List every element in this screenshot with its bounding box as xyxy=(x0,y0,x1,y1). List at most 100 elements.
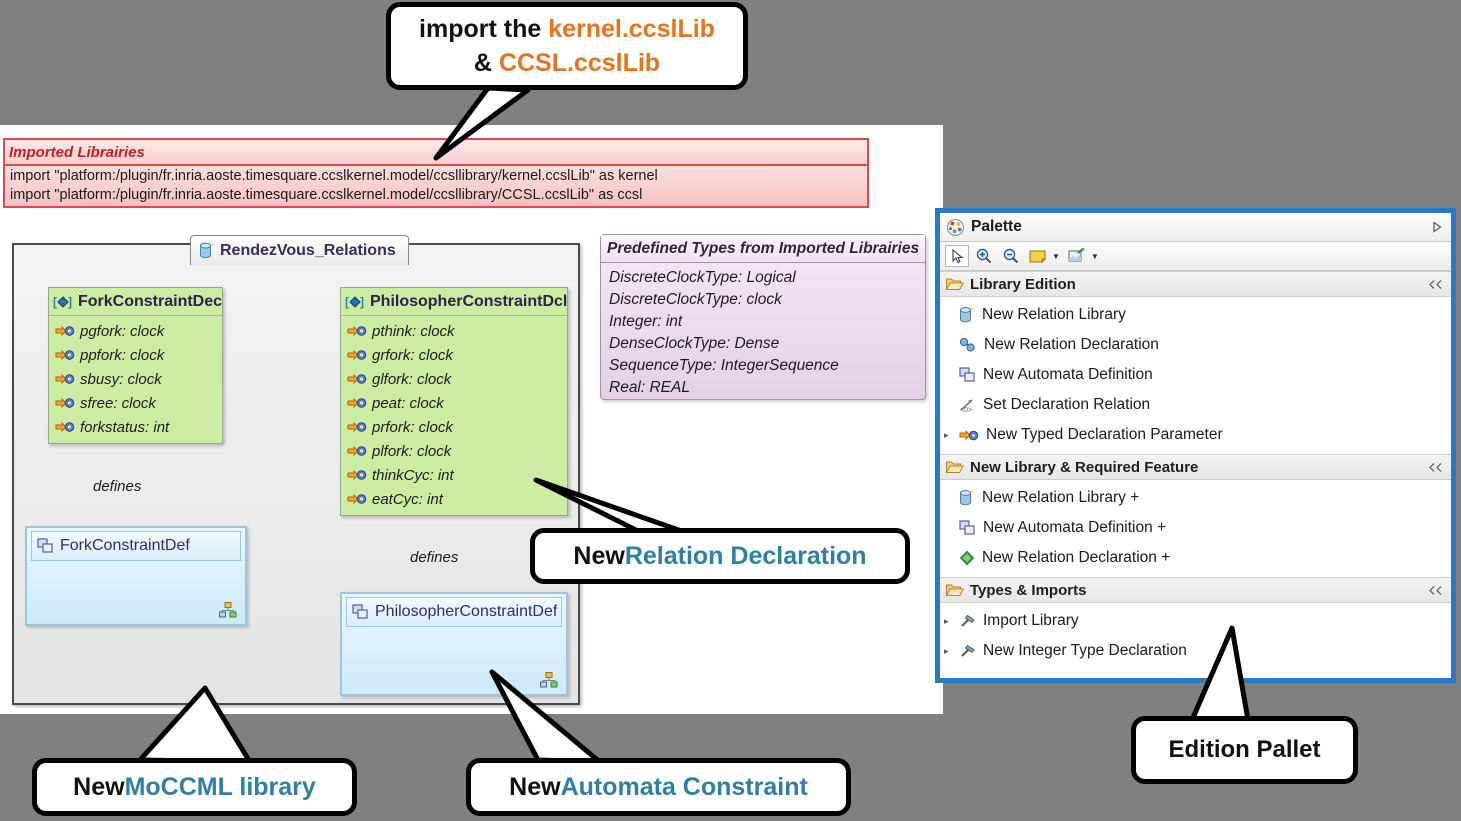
imported-libraries-body: import "platform:/plugin/fr.inria.aoste.… xyxy=(5,166,867,206)
hammer-icon xyxy=(959,613,976,629)
palette-section-title: Library Edition xyxy=(970,275,1076,293)
callout-text: Edition Pallet xyxy=(1168,736,1321,763)
attribute-row: forkstatus: int xyxy=(49,415,222,439)
predefined-type-entry: DenseClockType: Dense xyxy=(609,335,780,352)
attribute-label: forkstatus: int xyxy=(80,418,170,436)
cursor-icon[interactable] xyxy=(945,245,969,267)
attribute-label: sbusy: clock xyxy=(80,370,162,388)
sub-diagram-icon xyxy=(219,602,237,618)
declaration-box-fork[interactable]: [ ] ForkConstraintDecl pgfork: clock xyxy=(48,287,223,444)
attribute-row: pthink: clock xyxy=(341,319,567,343)
palette-panel[interactable]: Palette xyxy=(935,208,1456,683)
palette-item[interactable]: ▸ New Relation Declaration + xyxy=(940,543,1451,573)
svg-text:]: ] xyxy=(360,295,364,309)
collapse-icon[interactable] xyxy=(1428,585,1443,596)
typed-parameter-icon xyxy=(347,396,367,410)
typed-parameter-icon xyxy=(55,348,75,362)
palette-item[interactable]: ▸ New Automata Definition + xyxy=(940,513,1451,543)
palette-item[interactable]: ▸ <0>Set Declaration Relation xyxy=(940,390,1451,420)
predefined-types-note: Predefined Types from Imported Librairie… xyxy=(600,234,926,400)
relation-library-icon xyxy=(959,306,975,324)
declaration-diamond-icon: [ ] xyxy=(345,295,365,309)
palette-toolbar[interactable]: ▼ ▼ xyxy=(940,242,1451,271)
attribute-label: glfork: clock xyxy=(372,370,452,388)
expand-arrow-icon[interactable]: ▸ xyxy=(944,429,949,440)
attribute-label: peat: clock xyxy=(372,394,444,412)
note-icon[interactable] xyxy=(1026,245,1050,267)
declaration-name: ForkConstraintDecl xyxy=(78,292,222,310)
declaration-header: [ ] ForkConstraintDecl xyxy=(49,288,222,316)
library-tab[interactable]: RendezVous_Relations xyxy=(190,235,409,265)
zoom-in-icon[interactable] xyxy=(972,245,996,267)
palette-item[interactable]: ▸ Import Library xyxy=(940,606,1451,636)
callout-text: Relation Declaration xyxy=(624,541,867,570)
chevron-down-icon[interactable]: ▼ xyxy=(1090,251,1099,261)
zoom-out-icon[interactable] xyxy=(999,245,1023,267)
import-callout: import the kernel.ccslLib & CCSL.ccslLib xyxy=(386,2,748,90)
definition-box-philosopher[interactable]: PhilosopherConstraintDef xyxy=(340,592,568,696)
attribute-row: sfree: clock xyxy=(49,391,222,415)
palette-item-label: New Relation Library + xyxy=(982,489,1140,506)
expand-arrow-icon[interactable]: ▸ xyxy=(944,615,949,626)
predefined-type-entry: DiscreteClockType: clock xyxy=(609,291,782,308)
palette-item-label: New Automata Definition xyxy=(983,366,1153,383)
typed-parameter-icon xyxy=(55,396,75,410)
attribute-label: grfork: clock xyxy=(372,346,453,364)
automata-constraint-callout: New Automata Constraint xyxy=(466,758,851,816)
palette-section-title: New Library & Required Feature xyxy=(970,458,1199,476)
attribute-label: sfree: clock xyxy=(80,394,156,412)
collapse-icon[interactable] xyxy=(1428,462,1443,473)
automata-definition-icon xyxy=(352,604,369,620)
palette-item-label: New Relation Declaration + xyxy=(982,549,1171,566)
typed-parameter-icon xyxy=(347,444,367,458)
expand-arrow-icon[interactable]: ▸ xyxy=(944,645,949,656)
palette-section-header[interactable]: Types & Imports xyxy=(940,577,1451,603)
import-statement: import "platform:/plugin/fr.inria.aoste.… xyxy=(10,187,643,203)
palette-item[interactable]: ▸ New Automata Definition xyxy=(940,360,1451,390)
palette-item[interactable]: ▸ New Relation Library + xyxy=(940,483,1451,513)
palette-section-items: ▸ New Relation Library +▸ New Automata D… xyxy=(940,480,1451,577)
expand-triangle-icon[interactable] xyxy=(1431,221,1443,233)
callout-text: kernel.ccslLib xyxy=(548,15,715,43)
predefined-type-entry: SequenceType: IntegerSequence xyxy=(609,357,839,374)
definition-box-fork[interactable]: ForkConstraintDef xyxy=(25,526,247,626)
palette-item[interactable]: ▸ New Typed Declaration Parameter xyxy=(940,420,1451,450)
palette-title-bar: Palette xyxy=(940,213,1451,242)
declaration-name: PhilosopherConstraintDcl xyxy=(370,292,567,310)
svg-text:<0>: <0> xyxy=(960,407,972,413)
palette-section-header[interactable]: New Library & Required Feature xyxy=(940,454,1451,480)
attribute-row: ppfork: clock xyxy=(49,343,222,367)
defines-label: defines xyxy=(410,549,459,566)
predefined-types-title: Predefined Types from Imported Librairie… xyxy=(601,235,925,263)
collapse-icon[interactable] xyxy=(1428,279,1443,290)
edition-pallet-callout: Edition Pallet xyxy=(1131,716,1358,784)
palette-item[interactable]: ▸ New Relation Declaration xyxy=(940,330,1451,360)
definition-header: ForkConstraintDef xyxy=(31,531,241,561)
svg-text:[: [ xyxy=(53,295,57,309)
open-folder-icon xyxy=(946,583,964,597)
attribute-row: prfork: clock xyxy=(341,415,567,439)
predefined-type-entry: Real: REAL xyxy=(609,379,690,396)
palette-section-header[interactable]: Library Edition xyxy=(940,271,1451,297)
attribute-row: grfork: clock xyxy=(341,343,567,367)
palette-title-label: Palette xyxy=(971,218,1022,235)
sub-diagram-icon xyxy=(540,672,558,688)
typed-parameter-icon xyxy=(347,492,367,506)
attribute-row: peat: clock xyxy=(341,391,567,415)
attribute-label: thinkCyc: int xyxy=(372,466,454,484)
note-attachment-icon[interactable] xyxy=(1065,245,1089,267)
attribute-label: prfork: clock xyxy=(372,418,453,436)
typed-parameter-icon xyxy=(347,324,367,338)
palette-item[interactable]: ▸ New Relation Library xyxy=(940,300,1451,330)
library-tab-label: RendezVous_Relations xyxy=(220,241,396,259)
palette-section-items: ▸ Import Library▸ New Integer Type Decla… xyxy=(940,603,1451,670)
typed-parameter-icon xyxy=(55,372,75,386)
declaration-box-philosopher[interactable]: [ ] PhilosopherConstraintDcl pthink: clo… xyxy=(340,287,568,516)
palette-section-items: ▸ New Relation Library▸ New Relation Dec… xyxy=(940,297,1451,454)
callout-text: Automata Constraint xyxy=(560,772,808,801)
palette-item[interactable]: ▸ New Integer Type Declaration xyxy=(940,636,1451,666)
imported-libraries-title: Imported Librairies xyxy=(5,140,867,166)
typed-parameter-icon xyxy=(55,324,75,338)
chevron-down-icon[interactable]: ▼ xyxy=(1052,251,1060,261)
